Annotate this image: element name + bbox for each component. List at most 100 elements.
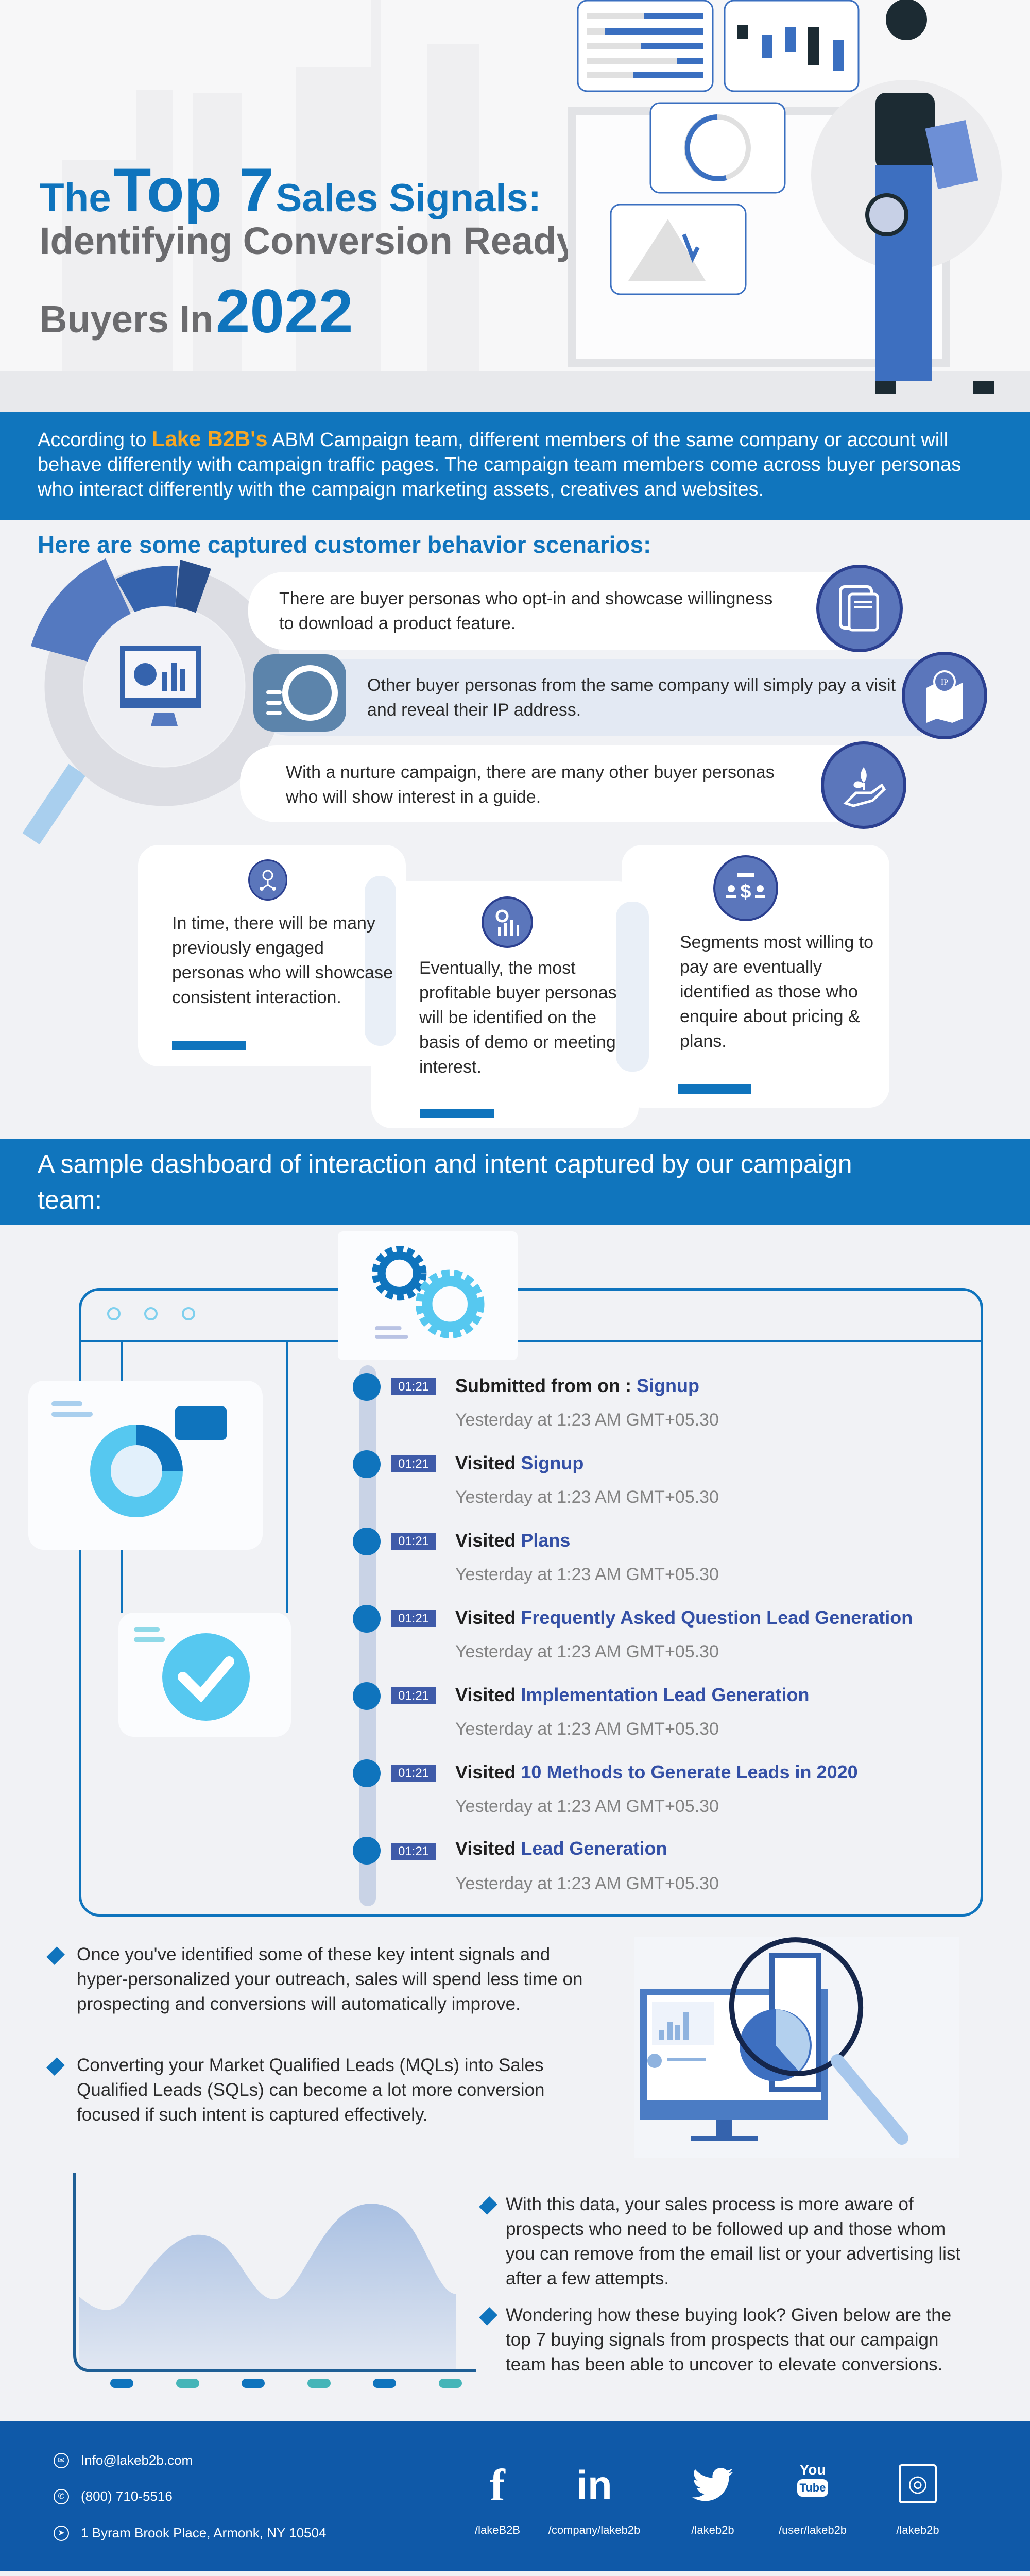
- ground-band: [0, 371, 1030, 412]
- location-icon: ➤: [54, 2526, 69, 2541]
- time-badge: 01:21: [391, 1843, 436, 1860]
- time-badge: 01:21: [391, 1455, 436, 1472]
- card-text: Eventually, the most profitable buyer pe…: [419, 958, 617, 1077]
- card-accent-bar: [172, 1041, 246, 1050]
- checkmark-card: [118, 1613, 291, 1737]
- event-timestamp: Yesterday at 1:23 AM GMT+05.30: [455, 1719, 719, 1739]
- instagram-icon[interactable]: ◎: [899, 2464, 937, 2503]
- card-divider-pill: [365, 876, 396, 1046]
- event-timestamp: Yesterday at 1:23 AM GMT+05.30: [455, 1797, 719, 1816]
- event-target-link[interactable]: Frequently Asked Question Lead Generatio…: [521, 1607, 913, 1628]
- card-text: In time, there will be many previously e…: [172, 913, 393, 1007]
- insight-bullet: With this data, your sales process is mo…: [506, 2194, 961, 2289]
- event-target-link[interactable]: Plans: [521, 1530, 571, 1551]
- card-accent-bar: [420, 1109, 494, 1118]
- title-the: The: [40, 175, 111, 220]
- timeline-dot: [353, 1605, 381, 1633]
- event-timestamp: Yesterday at 1:23 AM GMT+05.30: [455, 1487, 719, 1507]
- phone-icon: ✆: [54, 2489, 69, 2504]
- twitter-icon[interactable]: [692, 2467, 733, 2503]
- skyline-building: [62, 160, 144, 371]
- analyst-illustration: [568, 0, 1002, 394]
- scenario-text: With a nurture campaign, there are many …: [286, 762, 775, 807]
- browser-window-frame: [79, 1288, 983, 1917]
- network-gear-icon: [248, 859, 287, 901]
- event-action: Visited: [455, 1530, 516, 1551]
- event-action: Visited: [455, 1761, 516, 1783]
- facebook-handle[interactable]: /lakeB2B: [474, 2523, 521, 2536]
- browser-header-divider: [81, 1340, 981, 1342]
- youtube-icon[interactable]: You Tube: [793, 2462, 832, 2498]
- window-dot-icon: [144, 1307, 158, 1320]
- timeline-dot: [353, 1837, 381, 1865]
- event-target-link[interactable]: Signup: [636, 1375, 699, 1396]
- intro-banner: [0, 412, 1030, 520]
- instagram-handle[interactable]: /lakeb2b: [896, 2523, 939, 2536]
- event-timestamp: Yesterday at 1:23 AM GMT+05.30: [455, 1410, 719, 1430]
- donut-panel-icon: [253, 654, 346, 732]
- window-dot-icon: [107, 1307, 121, 1320]
- ip-location-map-icon: IP: [902, 652, 987, 739]
- event-timestamp: Yesterday at 1:23 AM GMT+05.30: [455, 1565, 719, 1584]
- timeline-dot: [353, 1450, 381, 1478]
- gear-chart-icon: [482, 896, 533, 948]
- youtube-you: You: [799, 2462, 826, 2478]
- skyline-building: [136, 90, 173, 371]
- card-divider-pill: [616, 902, 649, 1072]
- skyline-building: [296, 67, 379, 371]
- ip-label: IP: [941, 678, 948, 687]
- area-chart-illustration: [73, 2173, 476, 2388]
- chart-legend-dots: [110, 2379, 462, 2388]
- linkedin-handle[interactable]: /company/lakeb2b: [548, 2523, 641, 2536]
- event-target-link[interactable]: Lead Generation: [521, 1838, 667, 1859]
- timeline-dot: [353, 1528, 381, 1555]
- title-line3: Buyers In 2022: [40, 276, 353, 347]
- event-action: Visited: [455, 1838, 516, 1859]
- event-target-link[interactable]: 10 Methods to Generate Leads in 2020: [521, 1761, 858, 1783]
- linkedin-icon[interactable]: in: [576, 2462, 612, 2507]
- card-accent-bar: [678, 1084, 751, 1094]
- footer-address: 1 Byram Brook Place, Armonk, NY 10504: [81, 2525, 327, 2540]
- skyline-building: [371, 0, 381, 371]
- scenario-card-1: There are buyer personas who opt-in and …: [248, 572, 854, 650]
- card-text: Segments most willing to pay are eventua…: [680, 933, 874, 1051]
- youtube-tube: Tube: [797, 2479, 828, 2497]
- bullet-diamond-icon: [46, 2057, 65, 2076]
- twitter-handle[interactable]: /lakeb2b: [691, 2523, 734, 2536]
- timeline-dot: [353, 1759, 381, 1787]
- hand-plant-icon: [821, 741, 906, 829]
- skyline-building: [427, 44, 479, 371]
- time-badge: 01:21: [391, 1533, 436, 1550]
- page-title: The Top 7 Sales Signals:: [40, 155, 541, 226]
- email-icon: ✉: [54, 2453, 69, 2468]
- footer-phone-link[interactable]: (800) 710-5516: [81, 2488, 173, 2504]
- time-badge: 01:21: [391, 1378, 436, 1395]
- event-target-link[interactable]: Signup: [521, 1452, 584, 1473]
- scenario-text: Other buyer personas from the same compa…: [367, 675, 896, 720]
- timeline-dot: [353, 1682, 381, 1710]
- time-badge: 01:21: [391, 1687, 436, 1704]
- donut-chart-card: [28, 1381, 263, 1550]
- intro-text: ABM Campaign team, different members of …: [38, 429, 962, 500]
- gears-card: [338, 1231, 518, 1360]
- youtube-handle[interactable]: /user/lakeb2b: [778, 2523, 847, 2536]
- time-badge: 01:21: [391, 1610, 436, 1627]
- bullet-diamond-icon: [46, 1946, 65, 1965]
- title-top7: Top 7: [113, 156, 274, 225]
- event-timestamp: Yesterday at 1:23 AM GMT+05.30: [455, 1642, 719, 1662]
- title-sales-signals: Sales Signals:: [276, 176, 541, 220]
- event-action: Submitted from on :: [455, 1375, 631, 1396]
- time-badge: 01:21: [391, 1765, 436, 1782]
- monitor-magnifier-illustration: [634, 1937, 959, 2158]
- skyline-building: [193, 93, 242, 371]
- brand-name: Lake B2B's: [151, 427, 268, 451]
- sidebar-line: [286, 1341, 288, 1613]
- footer: [0, 2421, 1030, 2571]
- facebook-icon[interactable]: f: [490, 2461, 505, 2511]
- window-dot-icon: [182, 1307, 195, 1320]
- event-target-link[interactable]: Implementation Lead Generation: [521, 1684, 810, 1705]
- footer-email-link[interactable]: Info@lakeb2b.com: [81, 2452, 193, 2468]
- timeline-dot: [353, 1373, 381, 1401]
- event-timestamp: Yesterday at 1:23 AM GMT+05.30: [455, 1874, 719, 1893]
- dashboard-banner: [0, 1139, 1030, 1225]
